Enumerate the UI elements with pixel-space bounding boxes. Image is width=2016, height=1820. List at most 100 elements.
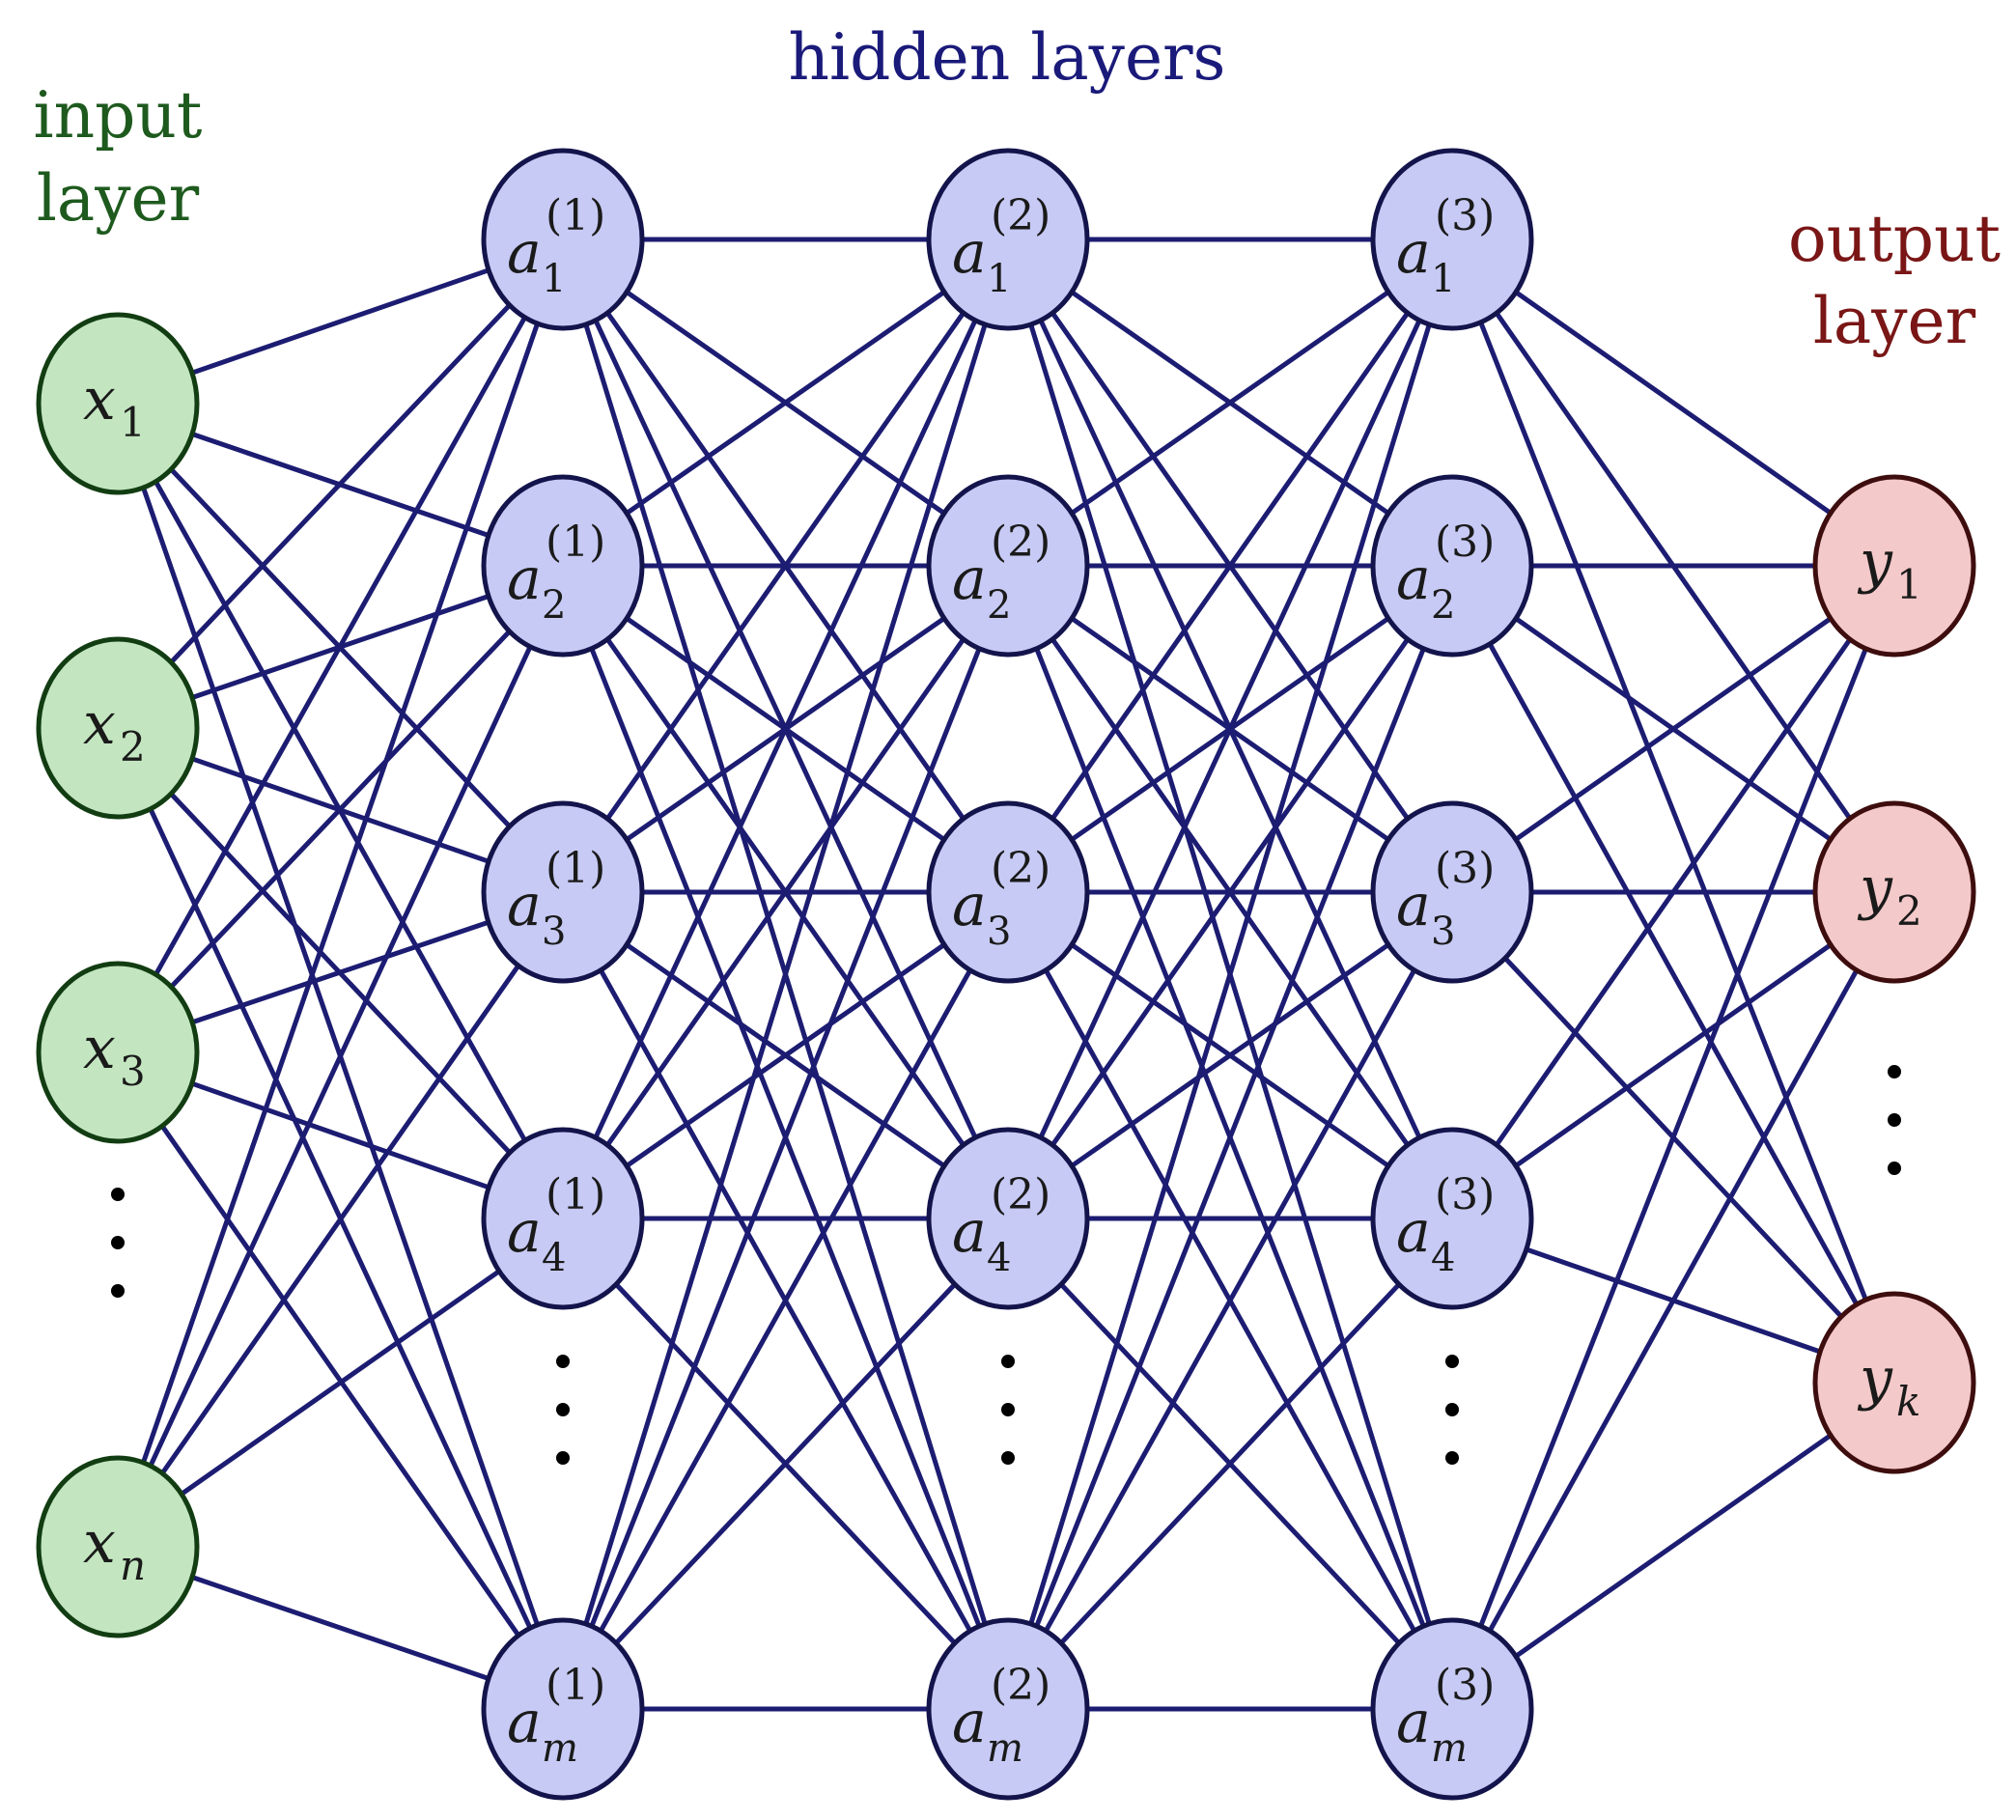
connection-edge [614, 1282, 957, 1645]
connection-edge [191, 267, 490, 376]
neuron-label-superscript: (1) [546, 1170, 605, 1219]
neuron-label-superscript: (1) [546, 191, 605, 240]
ellipsis-dot [1445, 1355, 1459, 1368]
layer-titles: input layer hidden layers output layer [34, 20, 2001, 358]
neuron-label-subscript: m [987, 1726, 1023, 1771]
connection-edge [1514, 616, 1833, 842]
neuron-label-subscript: m [1431, 1726, 1468, 1771]
ellipsis-dot [111, 1236, 125, 1249]
neuron-circle [926, 474, 1090, 658]
neuron-circle [1812, 1291, 1976, 1474]
neuron-label-superscript: (3) [1435, 518, 1495, 567]
neuron-label-subscript: k [1896, 1378, 1920, 1425]
neuron-label-subscript: 2 [120, 723, 146, 770]
neuron-label-base: a [507, 546, 542, 613]
connection-edge [625, 290, 946, 516]
neuron-label-subscript: 1 [542, 257, 566, 301]
neuron-label-subscript: 1 [120, 399, 146, 446]
neuron-circle [1370, 1127, 1534, 1310]
neuron-label-base: x [83, 690, 116, 758]
neuron-circle [481, 1127, 645, 1310]
neuron-label-base: a [507, 872, 542, 939]
neuron-label-superscript: (3) [1435, 844, 1495, 893]
neuron-label-subscript: 4 [542, 1236, 566, 1280]
neuron-label-superscript: (1) [546, 1661, 605, 1710]
neuron-circle [36, 312, 200, 495]
output-layer-title-line-1: output [1788, 202, 2001, 276]
connection-edge [169, 303, 512, 664]
ellipsis-dot [111, 1284, 125, 1298]
hidden-layers-title: hidden layers [789, 20, 1226, 95]
connection-edge [160, 964, 520, 1475]
connection-edge [1478, 321, 1868, 1302]
connection-edge [1050, 637, 1410, 1147]
neuron-label-subscript: 1 [987, 257, 1011, 301]
connection-edge [1514, 290, 1833, 516]
connection-edge [169, 630, 512, 989]
neuron-circle [36, 961, 200, 1144]
neuron-circle [1370, 800, 1534, 984]
neuron-circle [1812, 474, 1976, 658]
connection-edge [1487, 642, 1860, 1306]
ellipsis-vertical [1445, 1355, 1459, 1465]
connection-edge [599, 968, 972, 1633]
neuron-circle [481, 1617, 645, 1801]
neuron-label-superscript: (2) [991, 518, 1050, 567]
neuron-label-base: a [1396, 1198, 1431, 1266]
neuron-label-base: a [507, 1689, 542, 1756]
neuron-circle [926, 800, 1090, 984]
neuron-label-subscript: 3 [120, 1048, 146, 1095]
ellipsis-dot [1888, 1113, 1901, 1127]
neuron-label-base: x [83, 366, 116, 434]
neuron-label-base: x [83, 1015, 116, 1082]
ellipsis-vertical [1001, 1355, 1015, 1465]
ellipsis-dot [1001, 1451, 1015, 1465]
neuron-label-base: a [952, 1689, 987, 1756]
neuron-label-subscript: 3 [987, 910, 1011, 954]
connection-edge [1038, 319, 1422, 1139]
neuron-label-base: a [1396, 546, 1431, 613]
neuron-label-base: y [1857, 854, 1893, 922]
neuron-label-base: a [952, 872, 987, 939]
neuron-label-subscript: 2 [1896, 887, 1922, 935]
neuron-label-superscript: (2) [991, 1661, 1050, 1710]
neuron-label-superscript: (1) [546, 844, 605, 893]
neuron-circle [1812, 800, 1976, 984]
connection-edge [605, 637, 966, 1147]
ellipsis-vertical [111, 1188, 125, 1298]
neuron-circle [1370, 1617, 1534, 1801]
input-layer-title-line-1: input [34, 78, 203, 153]
neuron-label-subscript: n [120, 1542, 146, 1589]
input-layer-title-line-2: layer [37, 161, 200, 236]
ellipsis-dot [1001, 1403, 1015, 1416]
ellipsis-dot [1445, 1403, 1459, 1416]
neuron-label-base: a [1396, 1689, 1431, 1756]
neuron-circle [926, 1617, 1090, 1801]
connection-edge [191, 919, 490, 1025]
ellipsis-dot [556, 1403, 570, 1416]
neuron-label-subscript: 2 [1431, 583, 1455, 628]
connection-edge [1070, 942, 1390, 1168]
neuron-circle [926, 1127, 1090, 1310]
neuron-label-subscript: 3 [1431, 910, 1455, 954]
connection-edge [1028, 323, 1432, 1625]
neuron-circle [1370, 474, 1534, 658]
neuron-circle [926, 148, 1090, 331]
neuron-label-base: y [1857, 1345, 1893, 1413]
connection-edge [190, 1080, 490, 1190]
connection-edge [625, 942, 946, 1168]
ellipsis-vertical [556, 1355, 570, 1465]
